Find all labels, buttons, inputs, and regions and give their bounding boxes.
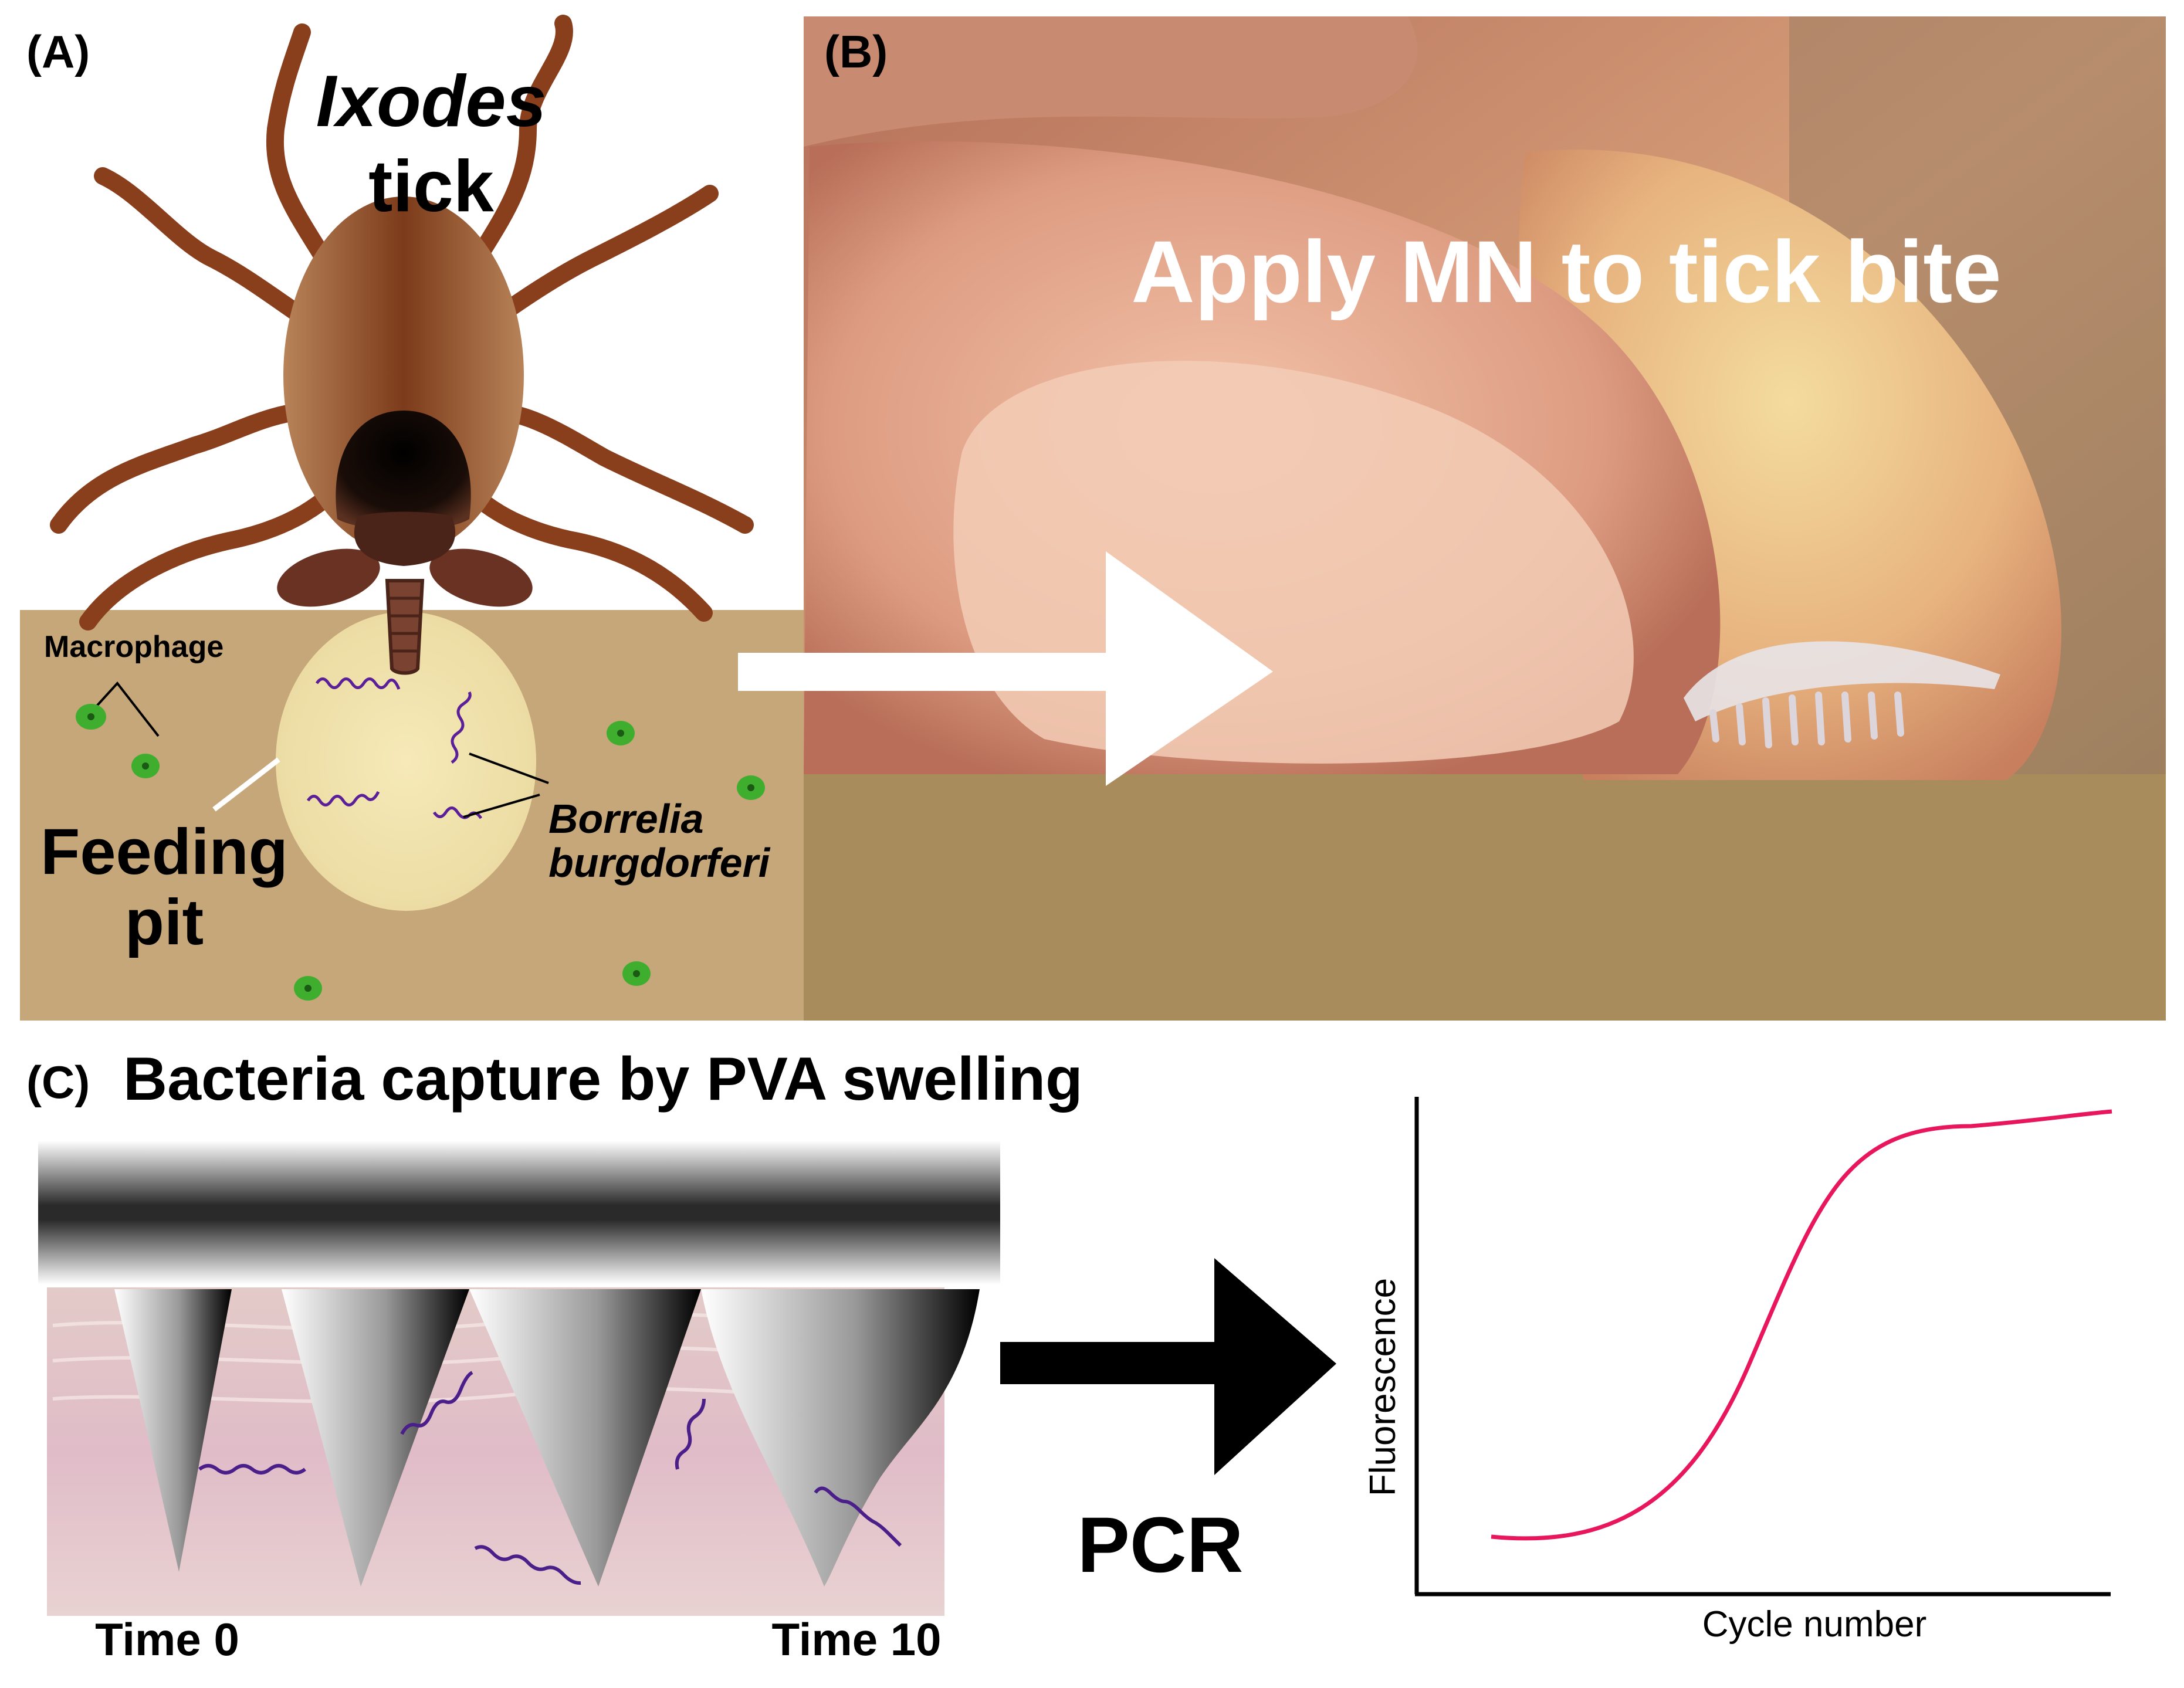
borrelia-label-line2: burgdorferi [548, 840, 771, 886]
microneedle-2 [282, 1289, 469, 1587]
feeding-pit-pointer [212, 757, 280, 812]
tick-hypostome [385, 579, 425, 675]
time-start-label: Time 0 [95, 1614, 239, 1665]
macrophage-cell [737, 775, 765, 800]
plot-xlabel: Cycle number [1702, 1604, 1926, 1645]
feeding-pit [276, 612, 536, 911]
panel-c-label: (C) [26, 1056, 90, 1108]
panel-b-label: (B) [824, 26, 888, 77]
panel-b: (B) Apply MN to tick bite [738, 16, 2166, 1021]
macrophage-label: Macrophage [44, 630, 224, 664]
tick-palp-left [277, 548, 380, 607]
table-surface [804, 774, 2166, 1021]
pcr-label: PCR [1078, 1501, 1244, 1589]
microneedle-4 [701, 1289, 980, 1587]
macrophage-cell [76, 704, 106, 730]
transition-arrow-white [738, 551, 1273, 786]
panel-c: (C) Bacteria capture by PVA swelling Tim… [26, 1045, 2112, 1665]
borrelia-label-line1: Borrelia [548, 796, 704, 842]
tick-capitulum [354, 511, 456, 566]
patch-backing [38, 1141, 1000, 1284]
panel-a: (A) Ixodes tick Macrophage Feeding pit B… [20, 15, 804, 1021]
macrophage-cell [607, 721, 635, 745]
panel-b-caption: Apply MN to tick bite [1131, 222, 2001, 321]
microneedle-patch-photo [1684, 641, 2000, 748]
panel-a-label: (A) [26, 26, 90, 77]
tick-scutum [336, 411, 471, 530]
time-end-label: Time 10 [771, 1614, 941, 1665]
macrophage-cell [294, 976, 322, 1001]
tick-title-genus: Ixodes [316, 61, 547, 142]
macrophages [76, 704, 765, 1001]
panel-c-title: Bacteria capture by PVA swelling [123, 1045, 1083, 1113]
microneedle-1 [114, 1289, 232, 1572]
plot-ylabel: Fluorescence [1363, 1278, 1403, 1496]
pcr-plot: Fluorescence Cycle number [1363, 1097, 2112, 1645]
tick-palp-right [429, 548, 533, 607]
tick-title-word: tick [368, 146, 495, 227]
feeding-pit-label-line1: Feeding [40, 816, 288, 888]
amplification-curve [1491, 1109, 2112, 1541]
captured-bacteria [198, 1371, 902, 1585]
feeding-pit-label-line2: pit [125, 886, 204, 958]
macrophage-cell [622, 961, 651, 986]
pcr-arrow [1000, 1258, 1336, 1475]
macrophage-cell [131, 754, 160, 778]
microneedle-3 [469, 1289, 701, 1587]
hypostome-teeth [390, 596, 420, 653]
thumb-top [804, 16, 1418, 147]
annotation-lines [87, 681, 549, 818]
